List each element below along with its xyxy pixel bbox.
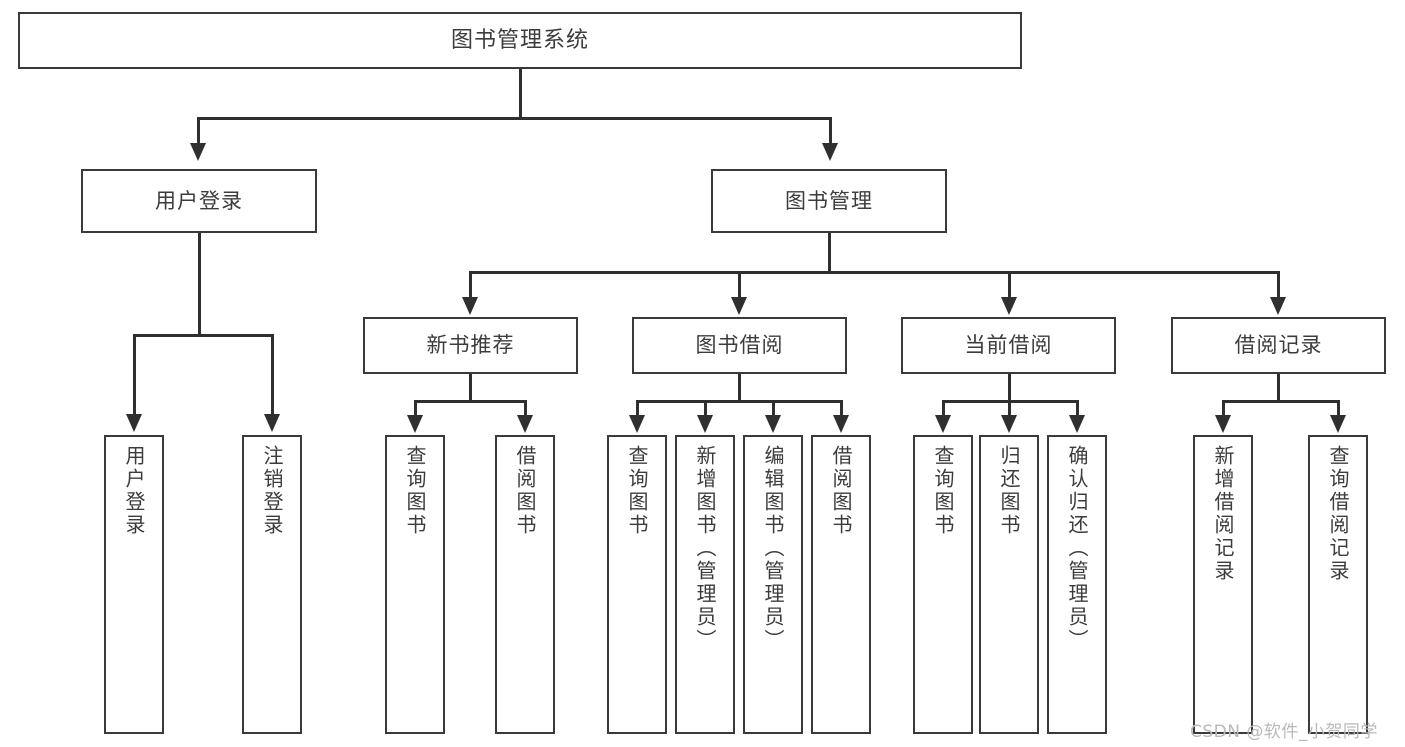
arrow-book-mgmt-to-new-books	[462, 297, 478, 315]
leaf-user-login[interactable]: 用户登录	[104, 435, 164, 734]
node-label: 用户登录	[155, 188, 243, 213]
leaf-query-books-borrow[interactable]: 查询图书	[607, 435, 667, 734]
edge-borrow-to-leaf-3	[772, 400, 775, 418]
arrow-user-login-to-leaf-2	[264, 414, 280, 432]
node-label: 图书管理系统	[450, 27, 589, 53]
arrow-new-books-to-leaf-2	[517, 415, 533, 433]
node-borrow-records[interactable]: 借阅记录	[1171, 317, 1386, 374]
node-label: 注销登录	[260, 445, 284, 537]
edge-records-to-leaf-1	[1222, 400, 1225, 418]
edge-user-login-to-leaf-2	[271, 334, 274, 416]
leaf-return-books[interactable]: 归还图书	[979, 435, 1039, 734]
arrow-records-to-leaf-2	[1330, 415, 1346, 433]
leaf-query-borrow-record[interactable]: 查询借阅记录	[1308, 435, 1368, 734]
edge-root-stem	[519, 69, 522, 118]
node-label: 新书推荐	[426, 333, 515, 358]
node-label: 查询借阅记录	[1326, 445, 1350, 583]
leaf-borrow-books-borrow[interactable]: 借阅图书	[811, 435, 871, 734]
arrow-new-books-to-leaf-1	[407, 415, 423, 433]
leaf-add-book-admin[interactable]: 新增图书（管理员）	[675, 435, 735, 734]
arrow-borrow-to-leaf-2	[697, 415, 713, 433]
leaf-edit-book-admin[interactable]: 编辑图书（管理员）	[743, 435, 803, 734]
edge-records-split-bar	[1222, 400, 1339, 403]
edge-borrow-to-leaf-1	[636, 400, 639, 418]
edge-root-to-user-login	[197, 117, 200, 146]
node-label: 借阅图书	[829, 445, 853, 537]
node-label: 归还图书	[997, 445, 1021, 537]
edge-borrow-split-bar	[636, 400, 843, 403]
arrow-root-to-book-mgmt	[822, 143, 838, 161]
edge-new-books-to-leaf-1	[414, 400, 417, 418]
edge-new-books-to-leaf-2	[524, 400, 527, 418]
edge-book-mgmt-to-new-books	[469, 271, 472, 299]
arrow-borrow-to-leaf-3	[765, 415, 781, 433]
arrow-records-to-leaf-1	[1215, 415, 1231, 433]
arrow-book-mgmt-to-current	[1001, 297, 1017, 315]
node-label: 借阅图书	[513, 445, 537, 537]
edge-book-mgmt-to-borrow	[738, 271, 741, 299]
node-label: 借阅记录	[1234, 333, 1323, 358]
node-user-login[interactable]: 用户登录	[81, 169, 317, 233]
arrow-book-mgmt-to-borrow	[731, 297, 747, 315]
edge-root-split-bar	[197, 117, 831, 120]
leaf-borrow-books-recommend[interactable]: 借阅图书	[495, 435, 555, 734]
edge-borrow-to-leaf-4	[840, 400, 843, 418]
edge-borrow-stem	[738, 374, 741, 401]
edge-root-to-book-mgmt	[829, 117, 832, 146]
edge-borrow-to-leaf-2	[704, 400, 707, 418]
arrow-current-to-leaf-2	[1001, 415, 1017, 433]
arrow-borrow-to-leaf-4	[833, 415, 849, 433]
edge-user-login-to-leaf-1	[133, 334, 136, 416]
leaf-add-borrow-record[interactable]: 新增借阅记录	[1193, 435, 1253, 734]
leaf-logout[interactable]: 注销登录	[242, 435, 302, 734]
node-label: 图书借阅	[695, 333, 784, 358]
arrow-current-to-leaf-1	[935, 415, 951, 433]
arrow-root-to-user-login	[190, 143, 206, 161]
node-label: 查询图书	[625, 445, 649, 537]
node-label: 查询图书	[403, 445, 427, 537]
node-label: 编辑图书（管理员）	[761, 445, 785, 652]
node-label: 查询图书	[931, 445, 955, 537]
node-new-book-recommend[interactable]: 新书推荐	[363, 317, 578, 374]
arrow-user-login-to-leaf-1	[126, 414, 142, 432]
node-root-system[interactable]: 图书管理系统	[18, 12, 1022, 69]
edge-current-stem	[1008, 374, 1011, 401]
edge-user-login-stem	[198, 233, 201, 335]
node-book-borrow[interactable]: 图书借阅	[632, 317, 847, 374]
edge-current-to-leaf-3	[1076, 400, 1079, 418]
edge-user-login-split-bar	[133, 334, 273, 337]
edge-book-mgmt-split-bar	[469, 271, 1279, 274]
arrow-current-to-leaf-3	[1069, 415, 1085, 433]
node-book-management[interactable]: 图书管理	[711, 169, 947, 233]
edge-current-to-leaf-1	[942, 400, 945, 418]
node-label: 新增图书（管理员）	[693, 445, 717, 652]
edge-records-to-leaf-2	[1337, 400, 1340, 418]
edge-current-split-bar	[942, 400, 1079, 403]
edge-current-to-leaf-2	[1008, 400, 1011, 418]
edge-new-books-split-bar	[414, 400, 526, 403]
node-label: 用户登录	[122, 445, 146, 537]
csdn-watermark: CSDN @软件_小贺同学	[1190, 722, 1378, 742]
leaf-confirm-return-admin[interactable]: 确认归还（管理员）	[1047, 435, 1107, 734]
edge-book-mgmt-to-records	[1277, 271, 1280, 299]
arrow-book-mgmt-to-records	[1270, 297, 1286, 315]
node-label: 当前借阅	[964, 333, 1053, 358]
edge-records-stem	[1277, 374, 1280, 401]
leaf-query-books-current[interactable]: 查询图书	[913, 435, 973, 734]
edge-book-mgmt-to-current	[1008, 271, 1011, 299]
leaf-query-books-recommend[interactable]: 查询图书	[385, 435, 445, 734]
node-label: 新增借阅记录	[1211, 445, 1235, 583]
edge-new-books-stem	[469, 374, 472, 401]
edge-book-mgmt-stem	[828, 233, 831, 273]
node-label: 确认归还（管理员）	[1065, 445, 1089, 652]
node-label: 图书管理	[785, 188, 873, 213]
arrow-borrow-to-leaf-1	[629, 415, 645, 433]
node-current-borrow[interactable]: 当前借阅	[901, 317, 1116, 374]
